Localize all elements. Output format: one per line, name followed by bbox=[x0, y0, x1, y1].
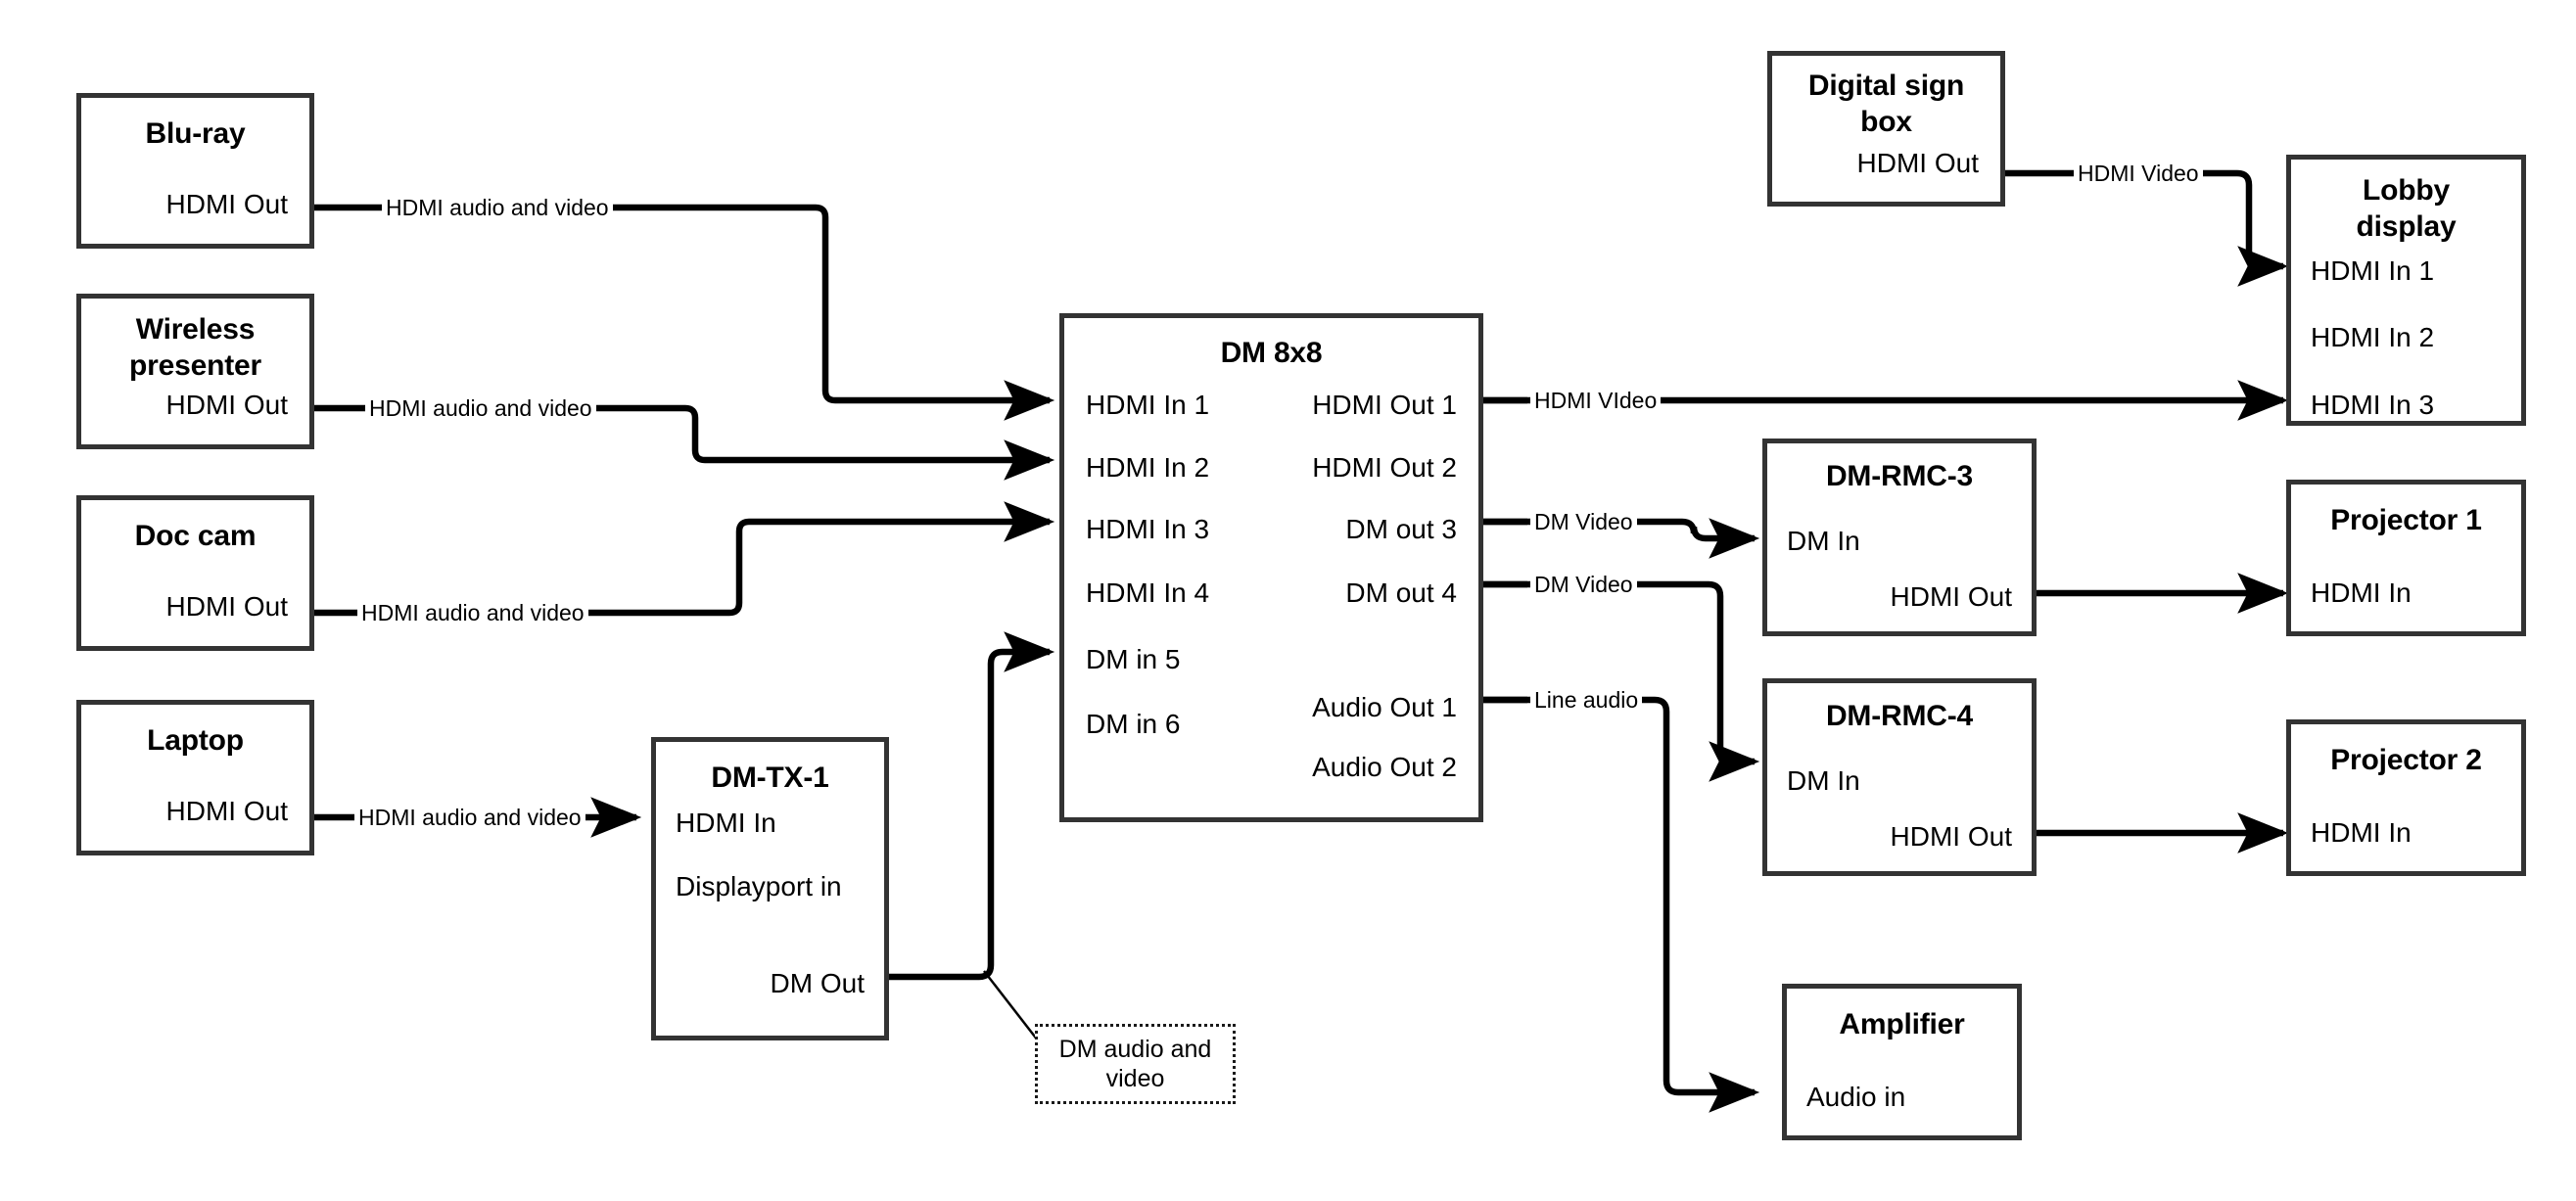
node-digital-sign-box[interactable]: Digital sign box HDMI Out bbox=[1767, 51, 2005, 207]
wire-label-audio-out-1: Line audio bbox=[1530, 687, 1643, 713]
wire-label-dm-out-1: HDMI VIdeo bbox=[1530, 388, 1662, 413]
wire-label-laptop: HDMI audio and video bbox=[354, 805, 585, 830]
leader-line-dm-audio-video bbox=[983, 970, 1039, 1041]
node-dm-tx-1-port-displayport-in[interactable]: Displayport in bbox=[676, 871, 842, 901]
node-laptop-title: Laptop bbox=[147, 724, 244, 757]
node-dm-8x8-input-hdmi-in-2[interactable]: HDMI In 2 bbox=[1086, 452, 1210, 483]
node-projector-2[interactable]: Projector 2 HDMI In bbox=[2286, 719, 2526, 876]
node-dm-8x8-input-hdmi-in-3[interactable]: HDMI In 3 bbox=[1086, 514, 1210, 544]
node-lobby-display[interactable]: Lobby display HDMI In 1 HDMI In 2 HDMI I… bbox=[2286, 155, 2526, 426]
node-dm-8x8-output-dm-out-3[interactable]: DM out 3 bbox=[1345, 514, 1457, 544]
node-lobby-display-title-line2: display bbox=[2356, 210, 2457, 243]
node-projector-2-title: Projector 2 bbox=[2330, 744, 2482, 776]
wire-label-dm-out-4: DM Video bbox=[1530, 572, 1637, 597]
node-dm-rmc-3-title: DM-RMC-3 bbox=[1825, 460, 1974, 492]
node-dm-rmc-3[interactable]: DM-RMC-3 DM In HDMI Out bbox=[1762, 439, 2037, 636]
wire-digitalsign-to-lobby-hdmi-in-1 bbox=[2004, 169, 2289, 287]
node-laptop-port-hdmi-out[interactable]: HDMI Out bbox=[165, 796, 288, 826]
node-dm-8x8-input-dm-in-5[interactable]: DM in 5 bbox=[1086, 644, 1181, 674]
node-amplifier-title: Amplifier bbox=[1839, 1008, 1965, 1040]
node-dm-rmc-3-port-hdmi-out[interactable]: HDMI Out bbox=[1890, 581, 2012, 612]
wire-label-dm-out-3: DM Video bbox=[1530, 509, 1637, 534]
node-projector-1-port-hdmi-in[interactable]: HDMI In bbox=[2311, 577, 2412, 608]
node-dm-rmc-4[interactable]: DM-RMC-4 DM In HDMI Out bbox=[1762, 678, 2037, 876]
annotation-dm-audio-and-video-line1: DM audio and bbox=[1058, 1036, 1212, 1063]
node-bluray[interactable]: Blu-ray HDMI Out bbox=[76, 93, 314, 249]
node-dm-8x8-output-audio-out-1[interactable]: Audio Out 1 bbox=[1312, 692, 1457, 722]
node-dm-tx-1-title: DM-TX-1 bbox=[711, 762, 829, 794]
node-dm-tx-1-port-dm-out[interactable]: DM Out bbox=[770, 968, 865, 998]
wire-bluray-to-dm-hdmi-in-1 bbox=[313, 204, 1055, 421]
node-projector-1-title: Projector 1 bbox=[2330, 504, 2482, 536]
node-wireless-presenter-port-hdmi-out[interactable]: HDMI Out bbox=[165, 390, 288, 420]
node-doc-cam[interactable]: Doc cam HDMI Out bbox=[76, 495, 314, 651]
node-digital-sign-box-port-hdmi-out[interactable]: HDMI Out bbox=[1856, 148, 1979, 178]
node-lobby-display-title-line1: Lobby bbox=[2363, 174, 2450, 207]
node-dm-tx-1[interactable]: DM-TX-1 HDMI In Displayport in DM Out bbox=[651, 737, 889, 1040]
node-doc-cam-port-hdmi-out[interactable]: HDMI Out bbox=[165, 591, 288, 622]
annotation-dm-audio-and-video: DM audio and video bbox=[1035, 1024, 1236, 1104]
node-projector-2-port-hdmi-in[interactable]: HDMI In bbox=[2311, 817, 2412, 848]
node-lobby-display-port-hdmi-in-3[interactable]: HDMI In 3 bbox=[2311, 390, 2435, 420]
node-digital-sign-box-title-line2: box bbox=[1860, 106, 1912, 138]
node-bluray-port-hdmi-out[interactable]: HDMI Out bbox=[165, 189, 288, 219]
node-wireless-presenter-title-line1: Wireless bbox=[135, 313, 256, 346]
wire-dm-out-4-to-rmc4-dm-in bbox=[1483, 580, 1760, 782]
node-dm-8x8-input-hdmi-in-4[interactable]: HDMI In 4 bbox=[1086, 577, 1210, 608]
wire-label-wireless: HDMI audio and video bbox=[365, 395, 596, 421]
wire-label-doccam: HDMI audio and video bbox=[357, 600, 588, 625]
node-dm-rmc-4-port-dm-in[interactable]: DM In bbox=[1787, 765, 1860, 796]
node-dm-8x8-input-hdmi-in-1[interactable]: HDMI In 1 bbox=[1086, 390, 1210, 420]
node-dm-8x8-input-dm-in-6[interactable]: DM in 6 bbox=[1086, 709, 1181, 739]
node-dm-8x8-output-hdmi-out-1[interactable]: HDMI Out 1 bbox=[1312, 390, 1457, 420]
wire-label-bluray: HDMI audio and video bbox=[382, 195, 613, 220]
node-laptop[interactable]: Laptop HDMI Out bbox=[76, 700, 314, 855]
node-dm-8x8-output-dm-out-4[interactable]: DM out 4 bbox=[1345, 577, 1457, 608]
node-bluray-title: Blu-ray bbox=[145, 117, 246, 150]
wire-audio-out-1-to-amplifier bbox=[1483, 696, 1760, 1113]
node-dm-rmc-4-title: DM-RMC-4 bbox=[1825, 700, 1974, 732]
node-dm-8x8[interactable]: DM 8x8 HDMI In 1 HDMI In 2 HDMI In 3 HDM… bbox=[1059, 313, 1483, 822]
node-dm-tx-1-port-hdmi-in[interactable]: HDMI In bbox=[676, 808, 776, 838]
node-wireless-presenter-title-line2: presenter bbox=[129, 349, 261, 382]
node-dm-rmc-3-port-dm-in[interactable]: DM In bbox=[1787, 526, 1860, 556]
node-amplifier-port-audio-in[interactable]: Audio in bbox=[1806, 1082, 1906, 1112]
node-dm-8x8-output-hdmi-out-2[interactable]: HDMI Out 2 bbox=[1312, 452, 1457, 483]
node-lobby-display-port-hdmi-in-2[interactable]: HDMI In 2 bbox=[2311, 322, 2435, 352]
node-digital-sign-box-title-line1: Digital sign bbox=[1807, 69, 1965, 102]
node-lobby-display-port-hdmi-in-1[interactable]: HDMI In 1 bbox=[2311, 255, 2435, 286]
wire-label-sign-to-lobby: HDMI Video bbox=[2074, 161, 2203, 186]
node-amplifier[interactable]: Amplifier Audio in bbox=[1782, 984, 2022, 1140]
node-dm-rmc-4-port-hdmi-out[interactable]: HDMI Out bbox=[1890, 821, 2012, 852]
node-projector-1[interactable]: Projector 1 HDMI In bbox=[2286, 480, 2526, 636]
annotation-dm-audio-and-video-line2: video bbox=[1105, 1065, 1165, 1092]
node-dm-8x8-title: DM 8x8 bbox=[1220, 337, 1323, 369]
node-wireless-presenter[interactable]: Wireless presenter HDMI Out bbox=[76, 294, 314, 449]
wire-dmtx1-to-dm-in-5 bbox=[888, 631, 1055, 981]
node-doc-cam-title: Doc cam bbox=[134, 520, 257, 552]
node-dm-8x8-output-audio-out-2[interactable]: Audio Out 2 bbox=[1312, 752, 1457, 782]
